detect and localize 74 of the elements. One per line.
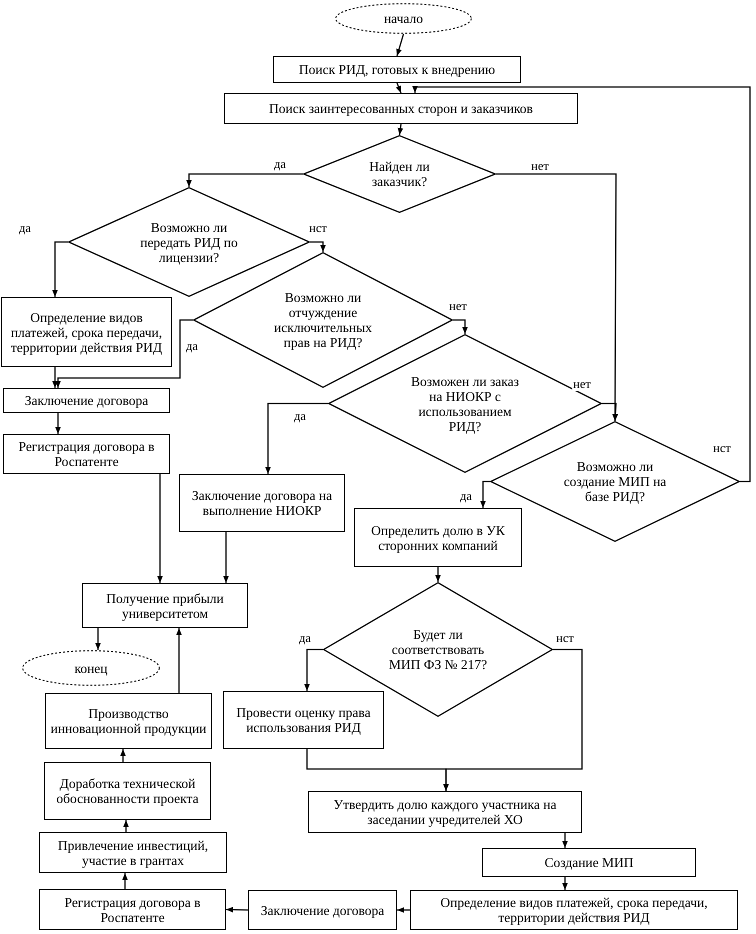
arrow [304, 648, 323, 691]
node-text: Получение прибыли университетом [105, 590, 225, 620]
process-box [44, 762, 211, 820]
arrow [398, 124, 404, 136]
node-text: Определение видов платежей, срока передачи, территории действия РИД [439, 895, 709, 925]
node-text: Регистрация договора в Роспатенте [17, 439, 156, 469]
process-box [482, 848, 696, 877]
node-text: Заключение договора [24, 393, 148, 408]
process-box [1, 297, 172, 367]
node-text: Заключение договора на выполнение НИОКР [190, 488, 334, 518]
node-text: Утвердить долю каждого участника на заседании учредителей ХО [332, 797, 558, 827]
node-text: Производство инновационной продукции [50, 706, 207, 736]
node-text: Возможен ли заказ на НИОКР с использованием РИД? [410, 374, 520, 434]
node-text: Заключение договора [260, 902, 384, 918]
decision-diamond [303, 135, 496, 213]
node-text: Будет ли соответствовать МИП ФЗ № 217? [388, 627, 488, 672]
node-text: Доработка технической обоснованности проекта [55, 776, 200, 806]
arrow [176, 628, 182, 693]
arrow [496, 173, 618, 421]
arrow [396, 82, 402, 94]
arrow [310, 241, 326, 252]
node-text: Регистрация договора в Роспатенте [63, 894, 202, 924]
arrow [55, 319, 193, 388]
arrow [120, 749, 126, 762]
node-text: Возможно ли отчуждение исключительных прав на РИД? [273, 290, 373, 350]
process-box [354, 508, 522, 567]
node-text: Привлечение инвестиций, участие в грантах [56, 838, 210, 868]
arrow [397, 907, 410, 913]
process-box [179, 474, 345, 532]
node-text: Поиск РИД, готовых к внедрению [298, 62, 496, 77]
node-text: Определить долю в УК сторонних компаний [370, 522, 506, 552]
process-box [39, 832, 227, 873]
arrow [412, 86, 751, 482]
node-text: Возможно ли передать РИД по лицензии? [139, 220, 239, 264]
arrow [52, 367, 58, 388]
arrow [396, 34, 404, 56]
node-text: конец [74, 660, 108, 676]
terminal-ellipse [335, 3, 472, 34]
arrow [123, 820, 129, 832]
arrow [435, 567, 441, 582]
node-text: Поиск заинтересованных сторон и заказчиков [269, 101, 533, 116]
arrow [122, 873, 128, 889]
terminal-ellipse [22, 650, 160, 686]
arrow [265, 402, 328, 474]
process-box [308, 791, 582, 833]
arrow [480, 480, 490, 508]
process-box [3, 388, 170, 413]
process-box [39, 889, 226, 930]
process-box [410, 890, 738, 930]
process-box [3, 434, 170, 474]
node-text: Создание МИП [544, 855, 634, 870]
arrow [602, 402, 618, 422]
arrow [55, 413, 61, 434]
node-text: Найден ли заказчик? [368, 159, 431, 189]
arrow [95, 628, 101, 650]
node-text: начало [384, 11, 424, 26]
arrow [306, 749, 449, 791]
process-box [223, 691, 384, 749]
arrow [453, 319, 468, 334]
arrow [226, 906, 248, 912]
arrow [186, 173, 303, 187]
arrow [52, 241, 68, 297]
process-box [224, 93, 578, 124]
node-text: Определение видов платежей, срока передачи, территории действия РИД [10, 310, 164, 354]
arrow [157, 474, 163, 583]
arrow [562, 833, 568, 848]
process-box [248, 890, 397, 930]
arrow [223, 532, 229, 583]
process-box [82, 583, 248, 628]
node-text: Возможно ли создание МИП на базе РИД? [562, 459, 668, 504]
process-box [45, 693, 212, 749]
node-text: Провести оценку права использования РИД [235, 705, 372, 735]
process-box [273, 56, 521, 83]
arrow [562, 877, 568, 890]
